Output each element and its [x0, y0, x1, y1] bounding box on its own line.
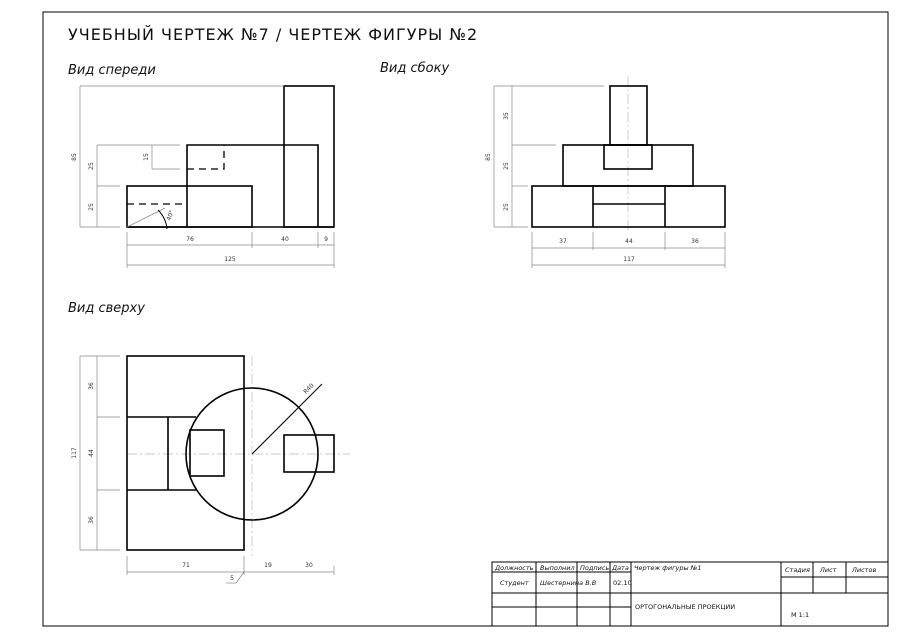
stage-label: Стадия [785, 566, 810, 574]
scale-value: М 1:1 [791, 611, 809, 619]
front-view: Вид спереди 40° 85 25 25 15 76 40 9 125 [68, 63, 335, 268]
top-view: Вид сверху R40 117 36 44 36 71 5 19 30 [68, 301, 350, 584]
header-performed: Выполнил [540, 564, 575, 572]
dim-37: 37 [559, 238, 567, 245]
date-value: 02.10 [613, 579, 632, 587]
title-block: Должность Выполнил Подпись Дата Студент … [491, 561, 889, 627]
dim-25: 25 [88, 203, 95, 211]
sheet-label: Лист [819, 566, 837, 574]
dim-40: 40 [281, 236, 289, 243]
header-signature: Подпись [580, 564, 609, 572]
dim-30: 30 [305, 562, 313, 569]
dim-85: 85 [71, 153, 78, 161]
side-view: Вид сбоку 85 35 25 25 37 44 36 117 [380, 61, 726, 268]
subject: ОРТОГОНАЛЬНЫЕ ПРОЕКЦИИ [635, 603, 735, 611]
top-view-label: Вид сверху [68, 301, 145, 316]
performed-value: Шестернина В.В [540, 579, 597, 587]
dim-36: 36 [691, 238, 699, 245]
dim-125: 125 [224, 256, 236, 263]
sheet-frame [42, 11, 889, 627]
dim-angle: 40° [165, 209, 175, 221]
dim-44: 44 [625, 238, 633, 245]
dim-71: 71 [182, 562, 190, 569]
dim-44: 44 [88, 449, 95, 457]
dim-9: 9 [324, 236, 328, 243]
drawing-title: УЧЕБНЫЙ ЧЕРТЕЖ №7 / ЧЕРТЕЖ ФИГУРЫ №2 [68, 25, 478, 44]
dim-36: 36 [88, 382, 95, 390]
drawing-name: Чертеж фигуры №1 [634, 564, 702, 572]
dim-19: 19 [264, 562, 272, 569]
dim-76: 76 [186, 236, 194, 243]
hidden-line [187, 145, 225, 170]
front-lower-block [126, 185, 253, 228]
dim-117: 117 [623, 256, 635, 263]
dim-85: 85 [485, 153, 492, 161]
dim-r40: R40 [302, 382, 315, 395]
dim-25: 25 [503, 162, 510, 170]
dim-117: 117 [71, 447, 78, 459]
position-value: Студент [500, 579, 529, 587]
front-view-label: Вид спереди [68, 63, 156, 78]
header-date: Дата [611, 564, 629, 572]
cylinder-circle [185, 387, 319, 521]
dim-15: 15 [143, 153, 150, 161]
dim-25: 25 [88, 162, 95, 170]
header-position: Должность [494, 564, 534, 572]
dim-5: 5 [230, 575, 234, 582]
front-tall-block [283, 85, 335, 228]
dim-36: 36 [88, 516, 95, 524]
side-view-label: Вид сбоку [380, 61, 449, 76]
dim-25: 25 [503, 203, 510, 211]
sheets-label: Листов [851, 566, 876, 574]
dim-35: 35 [503, 112, 510, 120]
